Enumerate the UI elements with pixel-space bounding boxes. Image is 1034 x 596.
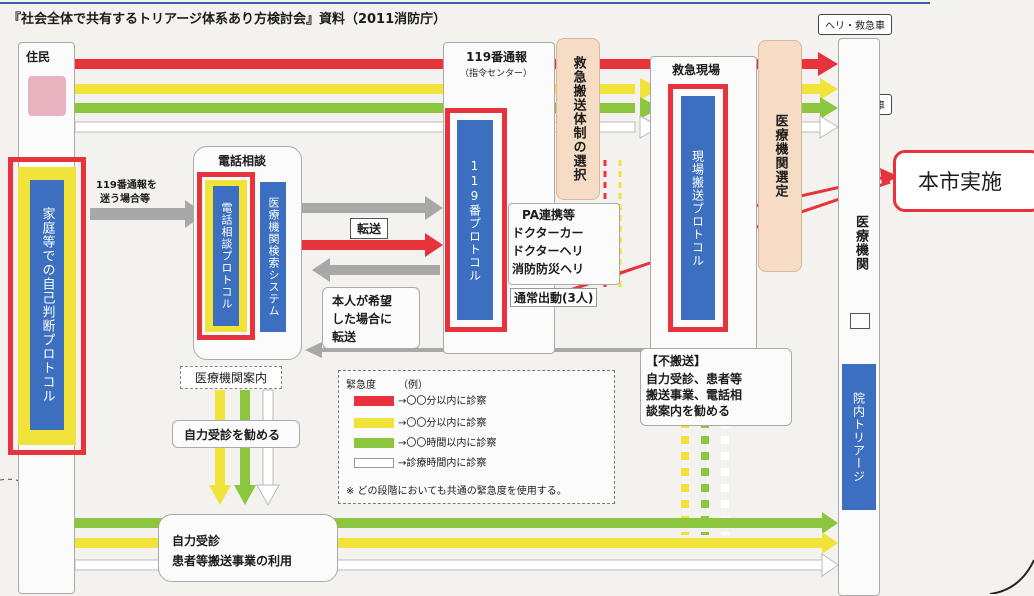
hospital-icon <box>850 313 870 329</box>
resident-label: 住民 <box>26 50 51 64</box>
no-transport-box <box>640 348 792 426</box>
pa-line3: ドクターヘリ <box>512 244 584 258</box>
pa-line2: ドクターカー <box>512 226 584 240</box>
scene-protocol-label: 現場搬送プロトコル <box>681 96 715 320</box>
wish-line3: 転送 <box>332 330 357 344</box>
heli-label: ヘリ・救急車 <box>818 14 892 35</box>
self-visit-box <box>172 420 300 448</box>
wish-line1: 本人が希望 <box>332 294 393 308</box>
hospital-select-label: 医療機関選定 <box>758 40 802 272</box>
medical-label: 医療機関 <box>853 215 868 271</box>
pa-box <box>508 203 620 285</box>
no-transport-line3: 談案内を勧める <box>646 404 731 418</box>
call-note-line2: 迷う場合等 <box>100 194 150 205</box>
legend-item-1: →〇〇分以内に診察 <box>398 396 487 407</box>
dispatch-title: 119番通報 <box>466 50 528 64</box>
home-protocol-frame <box>8 157 86 455</box>
call-note-line1: 119番通報を <box>96 180 157 191</box>
wish-box <box>322 287 420 349</box>
hospital-search-label: 医療機関検索システム <box>260 182 286 332</box>
scene-title: 救急現場 <box>672 63 721 77</box>
wish-line2: した場合に <box>332 312 393 326</box>
legend-note: ※ どの段階においても共通の緊急度を使用する。 <box>346 486 567 497</box>
protocol-119-label: 119番プロトコル <box>457 120 493 320</box>
scene-protocol-frame <box>668 84 728 332</box>
self-visit-label: 自力受診を勧める <box>184 428 281 442</box>
legend-item-4: →診療時間内に診察 <box>398 458 487 469</box>
legend-swatch-yellow <box>354 418 394 428</box>
person-icon <box>28 76 66 116</box>
no-transport-line2: 搬送事業、電話相 <box>646 388 743 402</box>
transfer-label: 転送 <box>350 218 389 239</box>
legend-swatch-white <box>354 458 394 468</box>
pa-line4: 消防防災ヘリ <box>512 262 585 276</box>
phone-consult-title: 電話相談 <box>218 154 267 168</box>
legend-item-2: →〇〇分以内に診察 <box>398 418 487 429</box>
callout-box: 本市実施 <box>893 150 1034 212</box>
legend-item-3: →〇〇時間以内に診察 <box>398 438 497 449</box>
legend-swatch-red <box>354 396 394 406</box>
ambulance-select-label: 救急搬送体制の選択 <box>556 38 600 200</box>
legend-example: （例） <box>398 380 428 391</box>
legend-swatch-green <box>354 438 394 448</box>
in-hospital-triage: 院内トリアージ <box>842 364 876 510</box>
page-title: 『社会全体で共有するトリアージ体系あり方検討会』資料（2011消防庁） <box>8 12 447 27</box>
phone-protocol-label: 電話相談プロトコル <box>213 186 239 326</box>
home-protocol-label: 家庭等での自己判断プロトコル <box>30 180 64 430</box>
bottom-line1: 自力受診 <box>172 534 221 548</box>
pa-line1: PA連携等 <box>522 208 575 222</box>
legend-heading: 緊急度 <box>346 380 376 391</box>
hospital-guide: 医療機関案内 <box>180 366 283 389</box>
legend-box <box>338 370 615 504</box>
bottom-line2: 患者等搬送事業の利用 <box>172 554 293 568</box>
dispatch-sub: （指令センター） <box>460 69 533 79</box>
bottom-self-visit-box <box>158 514 338 582</box>
title-underline <box>0 2 930 4</box>
no-transport-line1: 自力受診、患者等 <box>646 372 743 386</box>
no-transport-title: 【不搬送】 <box>646 354 707 368</box>
phone-protocol-frame <box>197 172 255 340</box>
normal-dispatch: 通常出動(3人) <box>510 288 598 307</box>
protocol-119-frame <box>445 108 507 332</box>
